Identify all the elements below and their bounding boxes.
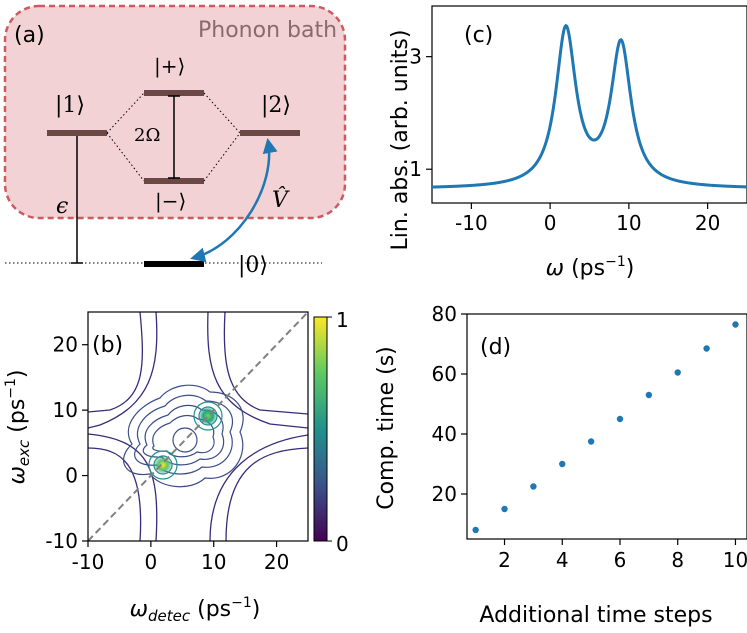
panel-c-axes xyxy=(431,5,747,204)
panel-b-xlabel: ωdetec (ps−1) xyxy=(130,595,261,625)
panel-b-ytick-label: 0 xyxy=(65,464,78,488)
scatter-point xyxy=(645,391,653,399)
panel-b-ytick-label: 20 xyxy=(53,333,78,357)
panel-c-ytick-label: 3 xyxy=(409,45,422,69)
state-minus-label: |−⟩ xyxy=(155,189,186,214)
panel-c-tag: (c) xyxy=(464,23,493,48)
panel-b-axes xyxy=(87,311,309,542)
scatter-point xyxy=(559,460,566,468)
state-0-label: |0⟩ xyxy=(238,253,268,278)
diagonal-line xyxy=(88,312,308,541)
peak-lower xyxy=(153,455,173,475)
panel-a-tag: (a) xyxy=(14,23,45,48)
panel-d-ylabel: Comp. time (s) xyxy=(374,346,399,510)
panel-c-xtick-label: -10 xyxy=(455,211,488,235)
level-1 xyxy=(47,130,107,136)
panel-b-ytick-label: 10 xyxy=(53,398,78,422)
panel-d-xtick-label: 6 xyxy=(614,548,627,572)
panel-c-xlabel-omega: ω xyxy=(546,256,564,281)
panel-d-xlabel: Additional time steps xyxy=(479,603,712,628)
panel-b-xtick-label: 20 xyxy=(264,550,289,574)
scatter-point xyxy=(587,438,595,445)
panel-d-ticks: 2 4 6 8 10 80 60 40 20 xyxy=(432,302,747,572)
panel-b-xtick-label: 10 xyxy=(201,550,226,574)
panel-c-xtick-label: 20 xyxy=(695,211,720,235)
phonon-bath-label: Phonon bath xyxy=(198,18,337,43)
panel-b-xtick-label: 0 xyxy=(144,550,157,574)
peak-upper xyxy=(198,406,218,426)
panel-d-ytick-label: 20 xyxy=(432,482,457,506)
coupling-dotted-lines xyxy=(106,92,241,182)
v-hat-label: V̂ xyxy=(272,187,290,213)
scatter-point xyxy=(732,321,739,328)
panel-d-xtick-label: 10 xyxy=(723,548,747,572)
panel-b-ylabel: ωexc (ps−1) xyxy=(3,369,33,484)
scatter-point xyxy=(530,483,537,490)
panel-d-ytick-label: 60 xyxy=(432,362,457,386)
scatter-point xyxy=(472,526,479,534)
state-1-label: |1⟩ xyxy=(55,93,85,118)
panel-b-xtick-label: -10 xyxy=(72,550,105,574)
panel-b: (b) -10 0 10 20 20 10 0 -10 1 0 ωexc (ps−1) ωde… xyxy=(3,308,349,625)
level-minus xyxy=(144,178,204,184)
panel-d-xtick-label: 8 xyxy=(671,548,684,572)
panel-d: (d) 2 4 6 8 10 80 60 40 20 Comp. time (s) Additi… xyxy=(374,302,747,628)
panel-d-xtick-label: 4 xyxy=(556,548,569,572)
panel-c: (c) -10 0 10 20 3 1 Lin. abs. (arb. units) ω … xyxy=(388,5,747,281)
panel-c-xtick-label: 10 xyxy=(616,211,641,235)
panel-d-axes xyxy=(466,313,747,540)
absorption-curve xyxy=(431,23,747,189)
outer-contours xyxy=(88,312,308,541)
level-0 xyxy=(144,261,204,267)
colorbar-tick-min: 0 xyxy=(336,532,349,556)
level-2 xyxy=(240,130,300,136)
state-plus-label: |+⟩ xyxy=(154,54,185,79)
panel-a: (a) Phonon bath |0⟩ |1⟩ ϵ |+⟩ |−⟩ 2Ω |2⟩ xyxy=(3,4,347,278)
panel-b-tag: (b) xyxy=(92,333,123,358)
scatter-point xyxy=(703,345,710,352)
panel-d-xtick-label: 2 xyxy=(498,548,511,572)
epsilon-label: ϵ xyxy=(56,194,68,219)
panel-d-tag: (d) xyxy=(480,335,511,360)
scatter-point xyxy=(501,505,508,513)
v-hat-arrow xyxy=(190,138,278,263)
panel-c-ylabel: Lin. abs. (arb. units) xyxy=(388,30,413,251)
scatter-point xyxy=(616,415,624,423)
level-plus xyxy=(144,90,204,96)
panel-d-ytick-label: 40 xyxy=(432,422,457,446)
panel-c-xlabel: ω (ps−1) xyxy=(546,254,635,281)
panel-c-ticks: -10 0 10 20 3 1 xyxy=(409,45,720,235)
panel-c-xtick-label: 0 xyxy=(544,211,557,235)
colorbar xyxy=(313,316,328,542)
panel-c-ytick-label: 1 xyxy=(409,157,422,181)
panel-b-ticks: -10 0 10 20 20 10 0 -10 xyxy=(45,333,289,574)
panel-d-ytick-label: 80 xyxy=(432,302,457,326)
colorbar-tick-max: 1 xyxy=(336,308,349,332)
two-omega-label: 2Ω xyxy=(134,125,160,146)
panel-b-ytick-label: -10 xyxy=(45,529,78,553)
scatter-point xyxy=(674,369,681,376)
state-2-label: |2⟩ xyxy=(261,93,291,118)
panel-d-points xyxy=(472,321,739,534)
